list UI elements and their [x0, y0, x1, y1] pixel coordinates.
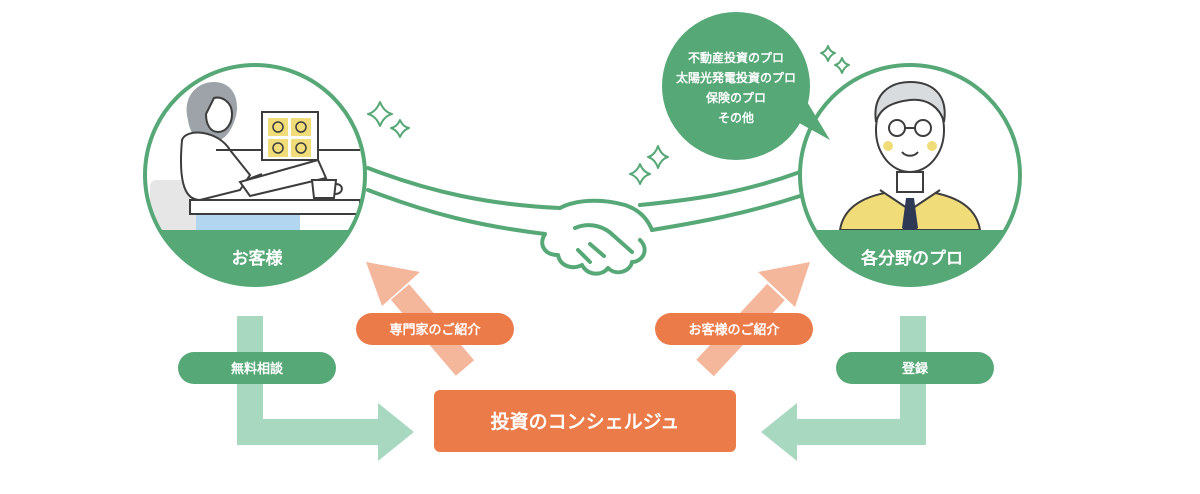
sparkle-icon	[629, 145, 669, 185]
customer-node: お客様	[143, 63, 367, 287]
introduce-experts-pill: 専門家のご紹介	[356, 313, 514, 345]
handshake-icon	[366, 166, 802, 276]
coffee-cup-icon	[310, 179, 343, 199]
free-consult-pill: 無料相談	[178, 352, 336, 384]
pro-node: 各分野のプロ	[798, 63, 1022, 287]
register-label: 登録	[901, 361, 929, 377]
sparkle-icon	[820, 45, 850, 74]
customer-label: お客様	[232, 248, 284, 269]
concierge-box: 投資のコンシェルジュ	[434, 390, 736, 452]
pro-label: 各分野のプロ	[860, 248, 963, 269]
bubble-line-4: その他	[718, 110, 754, 125]
bubble-line-3: 保険のプロ	[705, 90, 766, 105]
introduce-customers-pill: お客様のご紹介	[655, 313, 813, 345]
sparkle-icon	[367, 101, 410, 138]
register-pill: 登録	[836, 352, 994, 384]
laptop-icon	[238, 111, 328, 198]
bubble-line-1: 不動産投資のプロ	[688, 50, 784, 65]
introduce-experts-label: 専門家のご紹介	[389, 322, 481, 338]
free-consult-label: 無料相談	[231, 361, 284, 377]
speech-bubble: 不動産投資のプロ 太陽光発電投資のプロ 保険のプロ その他	[662, 12, 830, 160]
introduce-customers-label: お客様のご紹介	[688, 322, 780, 338]
concierge-label: 投資のコンシェルジュ	[491, 410, 680, 433]
bubble-line-2: 太陽光発電投資のプロ	[676, 70, 796, 85]
